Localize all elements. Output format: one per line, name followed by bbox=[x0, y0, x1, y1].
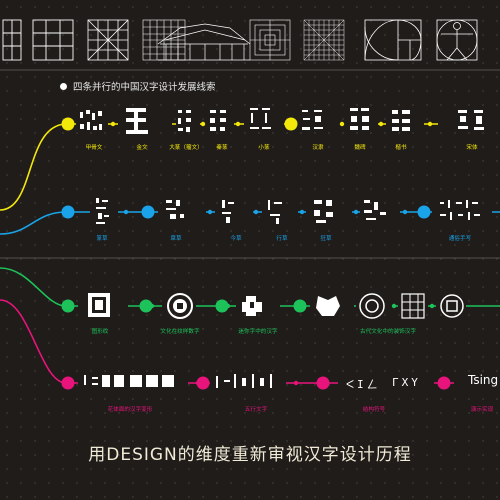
pink-label-3: 演示实现 bbox=[470, 407, 494, 413]
blue-label-2: 今草 bbox=[230, 236, 242, 242]
yellow-label-3: 秦篆 bbox=[216, 145, 228, 151]
yellow-label-6: 魏碑 bbox=[354, 145, 366, 151]
green-label-1: 文化在纹样数字 bbox=[160, 329, 200, 335]
yellow-label-2: 大篆（籀文） bbox=[169, 145, 203, 151]
heading-bullet-icon bbox=[60, 82, 67, 90]
pink-track-nodes[interactable] bbox=[61, 376, 451, 390]
latin-glyph-group-0: ᐸIㄥ bbox=[346, 378, 381, 391]
pink-label-1: 五行文字 bbox=[244, 407, 268, 413]
grid-6x6-icon bbox=[142, 19, 186, 61]
vitruvian-man-icon bbox=[436, 19, 478, 61]
blue-label-0: 篆草 bbox=[96, 236, 108, 242]
blue-label-3: 行草 bbox=[276, 236, 288, 242]
yellow-label-1: 金文 bbox=[136, 145, 148, 151]
blue-track-dots bbox=[123, 209, 408, 215]
yellow-label-5: 汉隶 bbox=[312, 145, 324, 151]
green-label-3: 古代文化中的装饰汉字 bbox=[360, 329, 416, 335]
grid-3x3-icon bbox=[32, 19, 74, 61]
pattern-grid-icon bbox=[249, 19, 291, 61]
yellow-label-4: 小篆 bbox=[258, 145, 270, 151]
blue-label-4: 狂草 bbox=[320, 236, 332, 242]
temple-icon bbox=[157, 23, 251, 61]
green-track-nodes[interactable] bbox=[61, 299, 307, 313]
green-label-2: 迷你字中的汉字 bbox=[238, 329, 278, 335]
grid-4x4-icon bbox=[87, 19, 129, 61]
green-label-0: 图形纹 bbox=[91, 329, 109, 335]
yellow-label-8: 宋体 bbox=[466, 145, 478, 151]
section-heading: 四条并行的中国汉字设计发展线索 bbox=[60, 79, 216, 93]
pink-glyph-specimens bbox=[84, 374, 272, 388]
blue-track-nodes[interactable] bbox=[61, 205, 431, 219]
yellow-label-0: 甲骨文 bbox=[85, 145, 103, 151]
green-glyph-specimens bbox=[88, 293, 464, 319]
footer-title: 用DESIGN的维度重新审视汉字设计历程 bbox=[88, 445, 412, 465]
yellow-track-line bbox=[0, 123, 500, 211]
pink-label-0: 花体面的汉字变形 bbox=[107, 407, 153, 413]
golden-spiral-icon bbox=[364, 19, 422, 61]
latin-glyph-group-1: ГХY bbox=[392, 376, 421, 389]
yellow-track-nodes[interactable] bbox=[61, 117, 298, 131]
blue-label-1: 章草 bbox=[170, 236, 182, 242]
dense-grid-icon bbox=[303, 19, 345, 61]
blue-glyph-specimens bbox=[96, 198, 480, 224]
blue-label-5: 通俗手写 bbox=[448, 236, 472, 242]
yellow-track-dots bbox=[110, 121, 433, 127]
yellow-glyph-specimens bbox=[80, 108, 484, 134]
tsing-wordmark: Tsing bbox=[468, 373, 499, 387]
heading-text: 四条并行的中国汉字设计发展线索 bbox=[73, 82, 216, 93]
grid-2x3-icon bbox=[2, 19, 22, 61]
yellow-label-7: 楷书 bbox=[395, 145, 407, 151]
pink-label-2: 结构符号 bbox=[362, 407, 386, 413]
